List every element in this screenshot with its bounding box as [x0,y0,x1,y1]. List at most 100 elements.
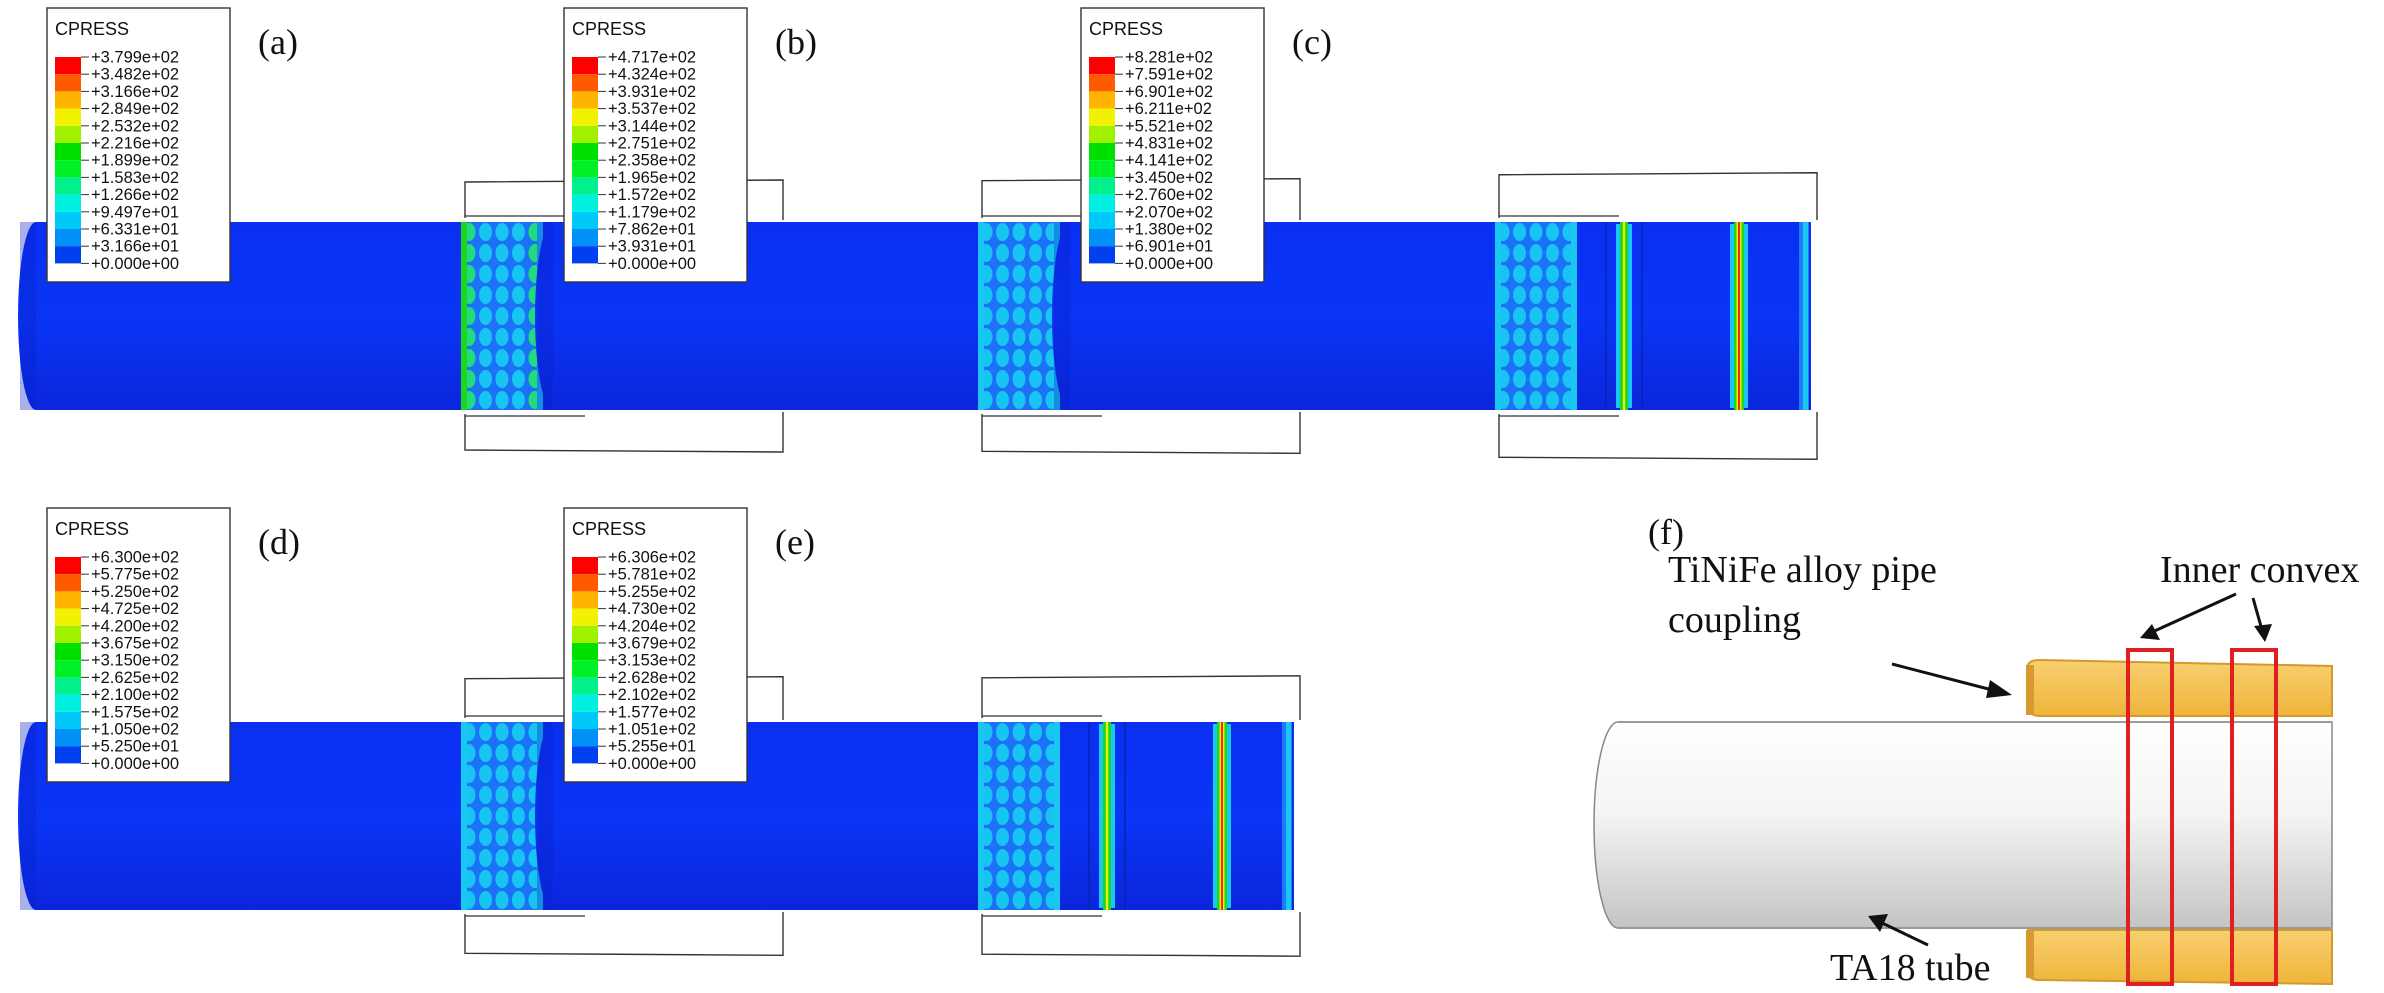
panel-e-ring1-core [1105,722,1109,910]
panel-d-legend-value: +4.725e+02 [91,600,179,618]
panel-c-contact-spot [1546,223,1559,241]
panel-c-legend-swatch [1089,246,1115,264]
panel-d-coupling-bottom [464,912,784,957]
panel-e-contact-spot [1012,786,1026,804]
panel-c-contact-spot [1529,370,1543,388]
panel-c-contact-spot [1546,370,1559,388]
panel-e-contact-spot [1029,828,1042,846]
panel-c-legend-swatch [1089,74,1115,92]
panel-e-legend-value: +2.102e+02 [608,686,696,704]
panel-d-contact-spot [495,849,509,867]
panel-d-legend-swatch [55,677,81,695]
panel-d-legend-swatch [55,643,81,661]
panel-d-contact-spot [479,786,492,804]
panel-b-coupling-bottom [981,412,1301,455]
panel-a-legend-swatch [55,57,81,75]
panel-e-contact-spot [1029,870,1042,888]
panel-a-contact-edge [461,222,467,410]
panel-b-contact-spot [996,307,1009,325]
panel-e-legend-swatch [572,660,598,678]
panel-c-legend-value: +0.000e+00 [1125,255,1213,273]
panel-b-legend-value: +3.537e+02 [608,100,696,118]
panel-a-legend-swatch [55,246,81,264]
panel-b-legend-swatch [572,160,598,178]
panel-b-contact-spot [1012,223,1026,241]
panel-e-legend-swatch [572,729,598,747]
panel-e-legend-swatch [572,643,598,661]
panel-e-contact-spot [996,765,1009,783]
panel-d-legend-value: +1.575e+02 [91,703,179,721]
panel-a-contact-spot [479,391,492,409]
panel-d-legend-value: +0.000e+00 [91,755,179,773]
panel-c-legend-value: +6.211e+02 [1125,100,1212,118]
panel-a-contact-spot [479,223,492,241]
panel-b-legend-swatch [572,143,598,161]
panel-c-contact-spot [1513,244,1526,262]
panel-a-contact-spot [512,349,525,367]
panel-c-legend-swatch [1089,160,1115,178]
panel-b-legend-value: +4.324e+02 [608,66,696,84]
panel-c-legend-swatch [1089,211,1115,229]
panel-e-legend-swatch [572,625,598,643]
panel-d-legend-swatch [55,711,81,729]
panel-a-contact-spot [495,391,509,409]
panel-e-coupling-top [981,675,1301,720]
panel-a-legend-swatch [55,211,81,229]
panel-b-contact-spot [996,328,1009,346]
panel-f: (f) TiNiFe alloy pipe coupling Inner con… [1593,512,2359,989]
panel-b-contact-spot [1012,307,1026,325]
panel-e-contact-spot [996,744,1009,762]
panel-e-contact-spot [1012,828,1026,846]
panel-a-contact-spot [512,391,525,409]
panel-d-contact-spot [479,870,492,888]
panel-c-legend-swatch [1089,177,1115,195]
panel-c-legend-value: +6.901e+02 [1125,83,1213,101]
panel-c-legend-value: +3.450e+02 [1125,169,1213,187]
panel-b-contact-spot [1012,286,1026,304]
panel-a-tube-end-shade [20,222,36,410]
arrow-convex-2 [2251,597,2264,631]
panel-e-contact-spot [1012,807,1026,825]
panel-c: CPRESS+8.281e+02+7.591e+02+6.901e+02+6.2… [1052,7,1818,460]
panel-e-tube-end-shade [537,722,553,910]
panel-e-edge-band [1286,722,1291,910]
panel-c-legend-value: +5.521e+02 [1125,117,1213,135]
panel-c-contact-edge [1571,222,1577,410]
panel-b-legend-swatch [572,229,598,247]
panel-d-contact-spot [479,807,492,825]
annotation-arrows [1868,592,2272,947]
panel-c-contact-spot [1513,328,1526,346]
coupling-label-line2: coupling [1668,599,1801,641]
panel-e-ring2-core [1221,722,1223,910]
panel-b-contact-spot [996,286,1009,304]
coupling-left-shade-bottom [2026,930,2034,978]
panel-c-legend-value: +1.380e+02 [1125,221,1213,239]
panel-e-label: (e) [775,522,815,562]
panel-d-legend-value: +6.300e+02 [91,549,179,567]
panel-a-contact-spot [479,286,492,304]
panel-c-contact-spot [1513,223,1526,241]
panel-a-legend-value: +1.266e+02 [91,186,179,204]
panel-a-coupling-bottom [464,412,784,453]
tube-label: TA18 tube [1830,947,1991,989]
panel-b-legend-value: +1.179e+02 [608,203,696,221]
arrowhead-convex-2 [2254,624,2272,642]
panel-e-contact-spot [1012,744,1026,762]
panel-a-legend-value: +1.583e+02 [91,169,179,187]
panel-c-contact-spot [1546,307,1559,325]
panel-a-contact-spot [495,349,509,367]
panel-a-legend-value: +6.331e+01 [91,221,179,239]
panel-c-contact-edge [1495,222,1501,410]
panel-a-contact-spot [512,307,525,325]
panel-c-contact-spot [1529,391,1543,409]
panel-b-legend-value: +2.358e+02 [608,152,696,170]
panel-b-legend-swatch [572,108,598,126]
panel-a-legend-swatch [55,194,81,212]
arrow-tube [1879,920,1929,947]
panel-e-contact-spot [1029,744,1042,762]
panel-c-contact-spot [1513,349,1526,367]
panel-c-contact-spot [1529,328,1543,346]
panel-b-legend-swatch [572,177,598,195]
inner-convex-box-2 [2230,648,2278,986]
panel-c-ring1-core [1622,222,1626,410]
